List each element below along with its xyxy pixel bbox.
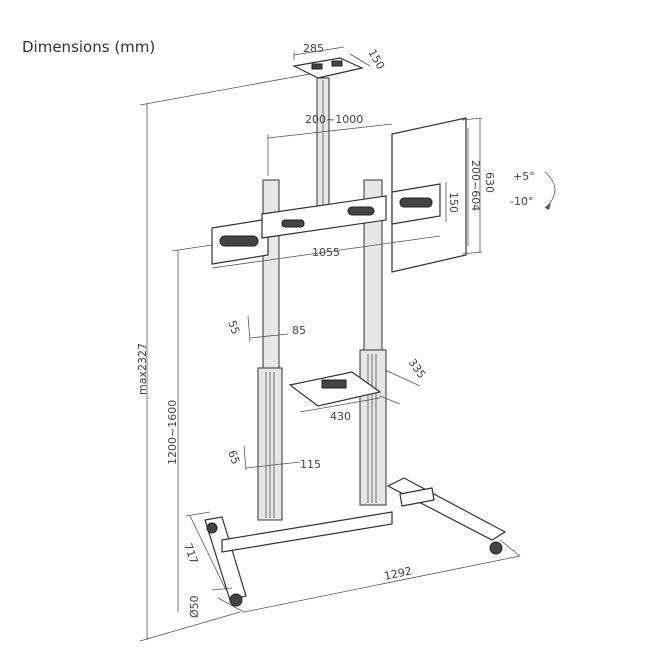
shelf	[288, 369, 421, 413]
tv-outline	[391, 117, 483, 273]
wheels	[206, 522, 503, 607]
label-pole-spacing: 200~1000	[305, 113, 363, 126]
top-plate	[292, 46, 371, 79]
label-lower-column-width: 115	[300, 458, 321, 471]
column-callouts	[243, 315, 301, 471]
label-base-depth: 717	[181, 542, 200, 566]
label-shelf-depth: 335	[406, 356, 429, 381]
mounting-bracket	[211, 123, 441, 269]
max-height-dimension	[139, 73, 311, 642]
label-vesa-vertical: 200~604	[469, 160, 482, 211]
label-lower-column-depth: 65	[225, 449, 242, 467]
label-bracket-width: 1055	[312, 246, 340, 259]
label-height-range: 1200~1600	[166, 400, 179, 465]
label-base-width: 1292	[383, 564, 413, 583]
center-pole	[316, 77, 330, 214]
label-tilt-down: -10°	[510, 195, 533, 208]
label-top-plate-depth: 150	[365, 47, 387, 72]
label-bracket-height: 150	[447, 192, 460, 213]
label-top-plate-width: 285	[303, 42, 324, 55]
label-tilt-up: +5°	[513, 170, 535, 183]
label-upper-column-width: 85	[292, 324, 306, 337]
label-upper-column-depth: 55	[225, 319, 242, 337]
label-tv-height: 630	[483, 172, 496, 193]
base-dimensions	[185, 511, 521, 613]
base	[204, 477, 507, 601]
label-wheel-diameter: Ø50	[188, 595, 201, 618]
diagram-title: Dimensions (mm)	[22, 38, 156, 56]
right-column	[359, 179, 387, 506]
tilt-arrowhead-icon	[545, 203, 551, 210]
label-max-height: max2327	[136, 343, 149, 395]
tilt-arrow-icon	[544, 171, 556, 209]
label-shelf-width: 430	[330, 410, 351, 423]
